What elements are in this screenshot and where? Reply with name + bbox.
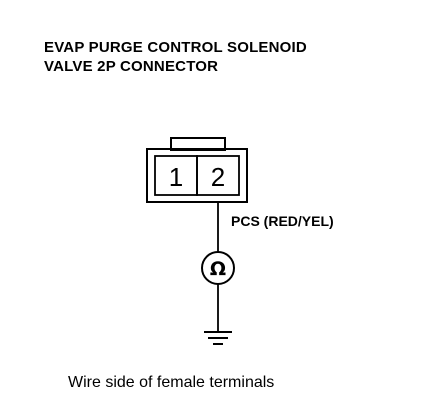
connector-body	[146, 148, 248, 203]
ground-icon	[204, 331, 232, 345]
pin-number-1: 1	[169, 162, 183, 192]
title-line-2: VALVE 2P CONNECTOR	[44, 58, 219, 75]
pin-cell-2	[196, 155, 240, 196]
diagram-caption: Wire side of female terminals	[68, 374, 275, 391]
pin-number-2: 2	[211, 162, 225, 192]
title-line-1: EVAP PURGE CONTROL SOLENOID	[44, 39, 307, 56]
ohm-symbol: Ω	[210, 258, 226, 280]
wire-color-label: PCS (RED/YEL)	[231, 213, 334, 229]
ohmmeter-icon: Ω	[201, 251, 235, 285]
diagram-title: EVAP PURGE CONTROL SOLENOID VALVE 2P CON…	[44, 38, 307, 76]
